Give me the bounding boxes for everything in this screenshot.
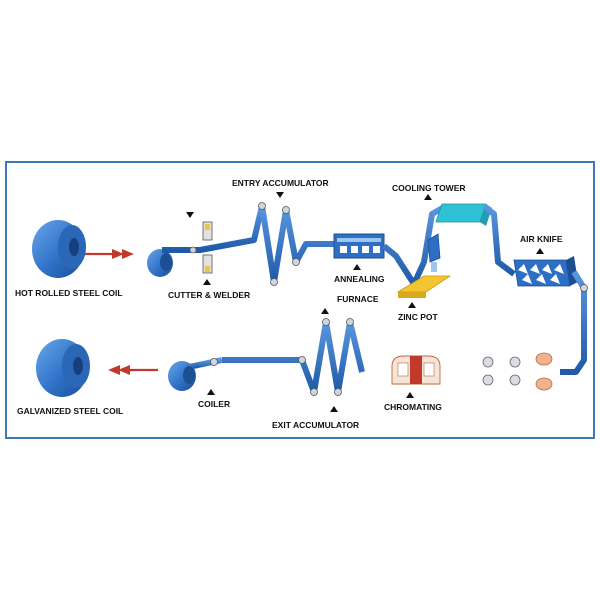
roller-icon: [270, 278, 278, 286]
roller-icon: [258, 202, 266, 210]
zinc-pot-label: ZINC POT: [398, 312, 438, 322]
roller-icon: [298, 356, 306, 364]
galvanized-coil-icon: [36, 339, 90, 397]
air-knife-label: AIR KNIFE: [520, 234, 563, 244]
cutter-welder-label: CUTTER & WELDER: [168, 290, 250, 300]
coiler-icon: [168, 361, 196, 391]
diagram-frame: [5, 161, 595, 439]
cutter-welder-icon: [189, 221, 213, 274]
triangle-marker-icon: [330, 406, 338, 412]
chromating-icon: [391, 355, 441, 385]
uncoiler-icon: [147, 249, 173, 277]
chromating-label: CHROMATING: [384, 402, 442, 412]
triangle-marker-icon: [424, 194, 432, 200]
feed-arrow-icon: [85, 249, 134, 259]
hot-rolled-coil-label: HOT ROLLED STEEL COIL: [15, 288, 123, 298]
zinc-pot-icon: [396, 275, 452, 298]
roller-icon: [334, 388, 342, 396]
skin-pass-rolls-icon: [482, 352, 553, 391]
triangle-marker-icon: [408, 302, 416, 308]
triangle-marker-icon: [203, 279, 211, 285]
galvanized-coil-label: GALVANIZED STEEL COIL: [17, 406, 123, 416]
coating-strip: [382, 203, 448, 287]
return-strip: [560, 270, 587, 375]
hot-rolled-coil-icon: [32, 220, 86, 278]
entry-accumulator-strip: [259, 205, 334, 285]
roller-icon: [580, 284, 588, 292]
triangle-marker-icon: [207, 389, 215, 395]
roller-icon: [292, 258, 300, 266]
triangle-marker-icon: [353, 264, 361, 270]
output-arrow-icon: [108, 365, 158, 375]
entry-strip: [162, 205, 265, 253]
annealing-label-line2: FURNACE: [337, 294, 379, 304]
annealing-label-line1: ANNEALING: [334, 274, 385, 284]
exit-accumulator-label: EXIT ACCUMULATOR: [272, 420, 359, 430]
triangle-marker-icon: [536, 248, 544, 254]
nozzle-icon: [427, 233, 441, 272]
triangle-marker-icon: [186, 212, 194, 218]
air-knife-icon: [513, 256, 578, 287]
cooling-tower-label: COOLING TOWER: [392, 183, 466, 193]
entry-accumulator-label: ENTRY ACCUMULATOR: [232, 178, 329, 188]
annealing-furnace-icon: [333, 233, 385, 259]
roller-icon: [210, 358, 218, 366]
triangle-marker-icon: [406, 392, 414, 398]
cooling-strip: [482, 203, 516, 277]
roller-icon: [346, 318, 354, 326]
roller-icon: [310, 388, 318, 396]
roller-icon: [322, 318, 330, 326]
triangle-marker-icon: [276, 192, 284, 198]
triangle-marker-icon: [321, 308, 329, 314]
roller-icon: [282, 206, 290, 214]
coiler-label: COILER: [198, 399, 230, 409]
